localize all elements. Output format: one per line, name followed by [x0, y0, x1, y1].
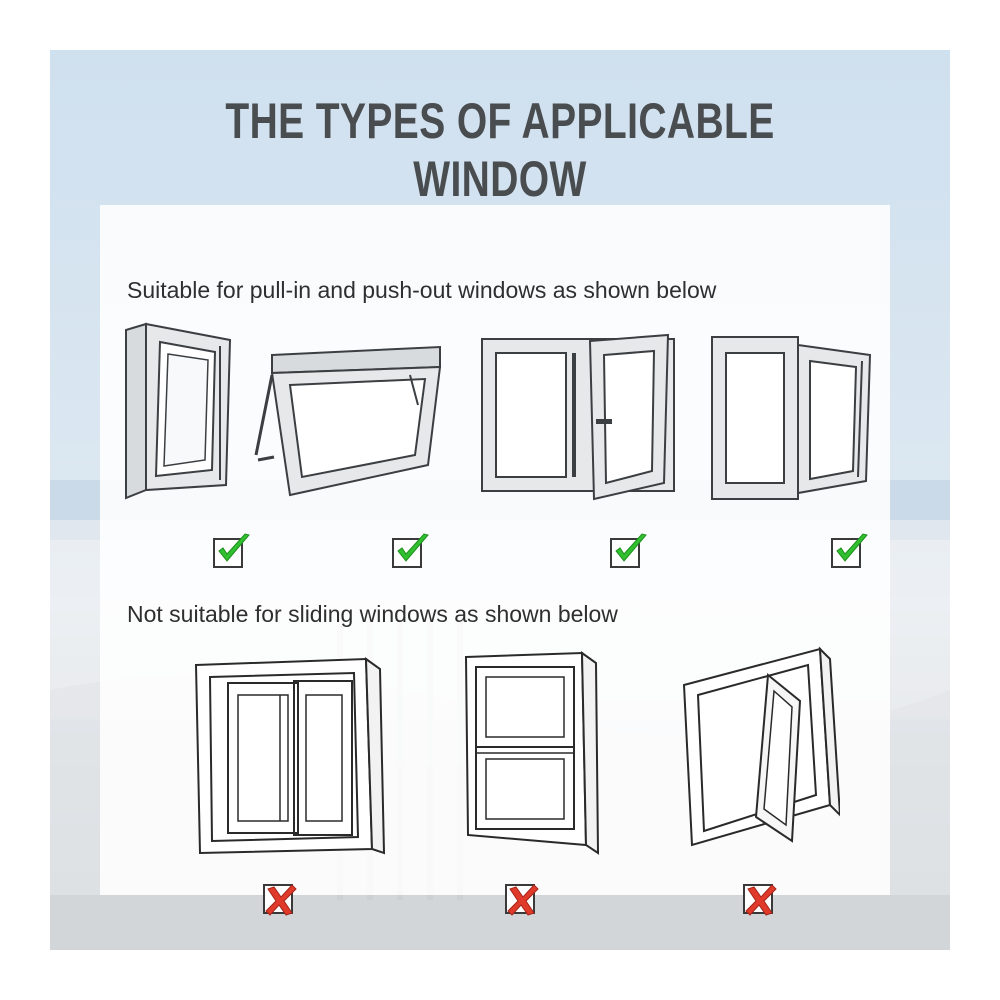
awning-window-illustration	[250, 345, 450, 500]
double-casement-window-illustration	[478, 333, 678, 503]
cross-mark-icon	[504, 881, 539, 916]
vertical-sliding-window-illustration	[462, 649, 602, 859]
pivot-window-illustration	[680, 645, 840, 855]
not-suitable-heading: Not suitable for sliding windows as show…	[127, 601, 618, 627]
tilt-casement-window-illustration	[706, 331, 876, 506]
suitable-heading: Suitable for pull-in and push-out window…	[127, 277, 717, 303]
banner: THE TYPES OF APPLICABLE WINDOW Suitable …	[50, 50, 950, 950]
info-panel: Suitable for pull-in and push-out window…	[100, 205, 890, 916]
cross-mark-icon	[262, 881, 297, 916]
horizontal-sliding-window-illustration	[190, 653, 390, 863]
check-mark-icon	[391, 533, 429, 568]
check-mark-icon	[830, 533, 868, 568]
check-mark-icon	[609, 533, 647, 568]
page-title: THE TYPES OF APPLICABLE WINDOW	[225, 93, 775, 207]
tilt-turn-window-illustration	[120, 320, 240, 500]
cross-mark-icon	[742, 881, 777, 916]
check-mark-icon	[212, 533, 250, 568]
